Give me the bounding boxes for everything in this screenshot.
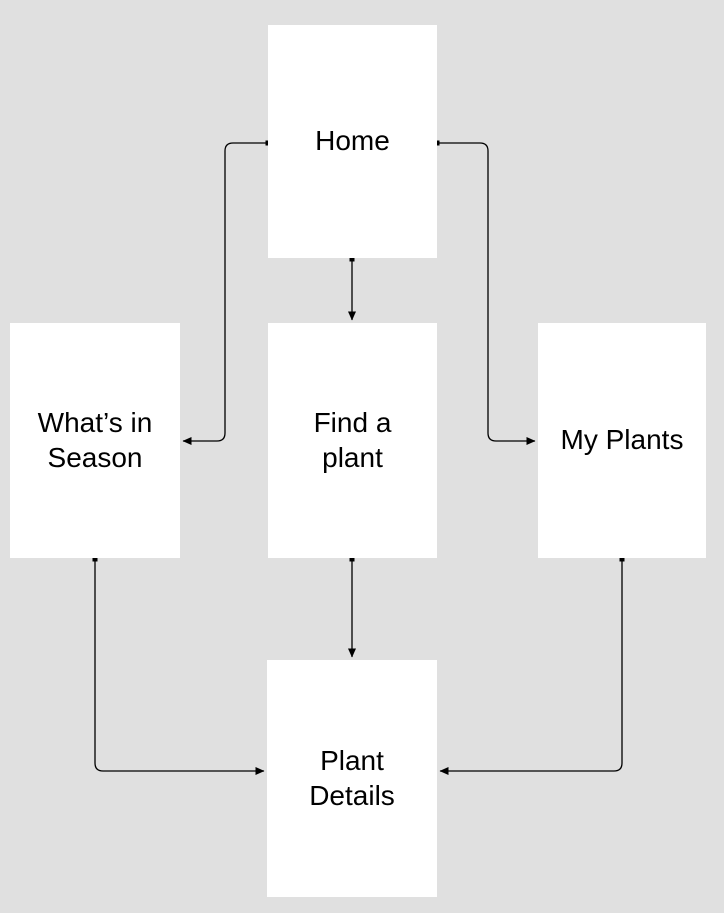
node-find-a-plant[interactable]: Find a plant xyxy=(268,323,437,558)
node-plant-details[interactable]: Plant Details xyxy=(267,660,437,897)
edge-home-to-whats-in-season xyxy=(182,140,271,445)
node-whats-in-season-label: What’s in Season xyxy=(37,407,153,473)
node-home[interactable]: Home xyxy=(268,25,437,258)
node-my-plants-label: My Plants xyxy=(560,424,684,456)
node-whats-in-season[interactable]: What’s in Season xyxy=(10,323,180,558)
node-home-label: Home xyxy=(315,125,390,157)
node-find-a-plant-label: Find a plant xyxy=(313,407,392,473)
edge-my-plants-to-plant-details xyxy=(439,556,625,775)
edge-home-to-my-plants xyxy=(434,140,536,445)
node-plant-details-label: Plant Details xyxy=(309,745,395,811)
node-my-plants[interactable]: My Plants xyxy=(538,323,706,558)
edge-whats-in-season-to-plant-details xyxy=(92,556,265,775)
